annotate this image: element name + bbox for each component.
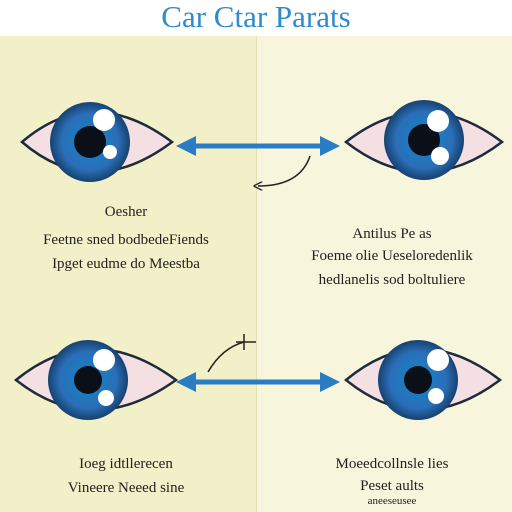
caption-line-bottom-right-1: Peset aults [360,478,424,494]
caption-heading-top-right: Antilus Pe as [352,226,432,242]
caption-heading-bottom-right: Moeedcollnsle lies [335,456,449,472]
header: Car Ctar Parats [0,0,512,36]
eye-icon [343,100,505,180]
curved-arrow-icon [207,334,256,373]
page-title: Car Ctar Parats [161,0,351,34]
curved-arrow-icon [258,155,311,186]
caption-heading-top-left: Oesher [104,204,148,220]
eye-icon [20,102,175,182]
eye-icon [344,340,503,420]
panel-divider [256,36,257,512]
caption-line-bottom-left-1: Vineere Neeed sine [67,480,185,496]
caption-line-top-right-1: Foeme olie Ueseloredenlik [311,248,473,264]
caption-heading-bottom-left: Ioeg idtllerecen [79,456,173,472]
left-panel [0,36,256,512]
right-panel [256,36,512,512]
caption-line-top-right-2: hedlanelis sod boltuliere [318,272,466,288]
caption-line-top-left-2: Ipget eudme do Meestba [52,256,200,272]
caption-line-bottom-right-2: aneeseusee [367,495,417,507]
caption-line-top-left-1: Feetne sned bodbedeFiends [43,232,209,248]
eye-icon [14,340,179,420]
